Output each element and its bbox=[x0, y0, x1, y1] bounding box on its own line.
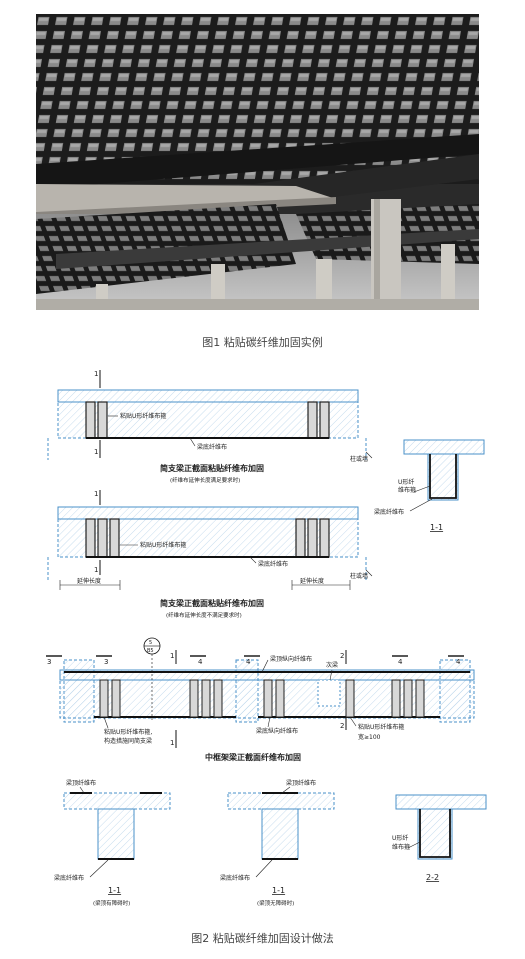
section-left: 梁顶纤维布 梁底纤维布 1-1 (梁顶有障碍时) bbox=[54, 779, 171, 907]
label-bottom-a: 梁底纤维布 bbox=[197, 443, 227, 451]
u-hoop-strips-b bbox=[85, 518, 330, 558]
label-u-right: U形纤 bbox=[398, 478, 414, 486]
detail-b-subtitle: (纤维布延伸长度不满足要求时) bbox=[166, 611, 242, 619]
figure2-caption: 图2 粘贴碳纤维加固设计做法 bbox=[191, 932, 334, 945]
label-secondary-c: 次梁 bbox=[326, 661, 338, 669]
section-mid-title: 1-1 bbox=[272, 886, 285, 895]
section-mid: 梁顶纤维布 梁底纤维布 1-1 (梁顶无障碍时) bbox=[220, 779, 335, 907]
detail-ref-top: 5 bbox=[149, 640, 152, 646]
section-marks-c: 3 3 1 4 4 4 4 2 2 1 bbox=[46, 650, 464, 748]
label-top-left: 梁顶纤维布 bbox=[66, 779, 96, 787]
mark-c-8: 2 bbox=[340, 722, 344, 730]
mark-c-2: 1 bbox=[170, 652, 174, 660]
section-mark-a-bottom: 1 bbox=[94, 448, 98, 456]
label-column-a: 柱或墙 bbox=[350, 455, 368, 463]
detail-b-beam: 1 1 粘贴U形纤维布箍 梁底纤维布 柱或墙 延伸长度 延伸长度 简支梁正截面粘… bbox=[47, 490, 373, 619]
u-hoop-strips-a bbox=[85, 401, 330, 439]
label-top-long-c: 梁顶纵向纤维布 bbox=[270, 655, 312, 663]
section-1-1-right-title: 1-1 bbox=[430, 523, 443, 532]
label-bottom-b: 梁底纤维布 bbox=[258, 560, 288, 568]
label-u-hoop2-c: 构造措施同简支梁 bbox=[104, 737, 152, 745]
mark-c-9: 1 bbox=[170, 739, 174, 747]
label-ext-right: 延伸长度 bbox=[300, 577, 324, 585]
detail-ref-bottom: B5 bbox=[147, 648, 154, 654]
mark-c-3: 4 bbox=[198, 658, 203, 666]
section-1-1-right: U形纤 维布箍 梁底纤维布 1-1 bbox=[374, 439, 485, 532]
section-2-2-title: 2-2 bbox=[426, 873, 439, 882]
label-width-c: 宽≥100 bbox=[358, 733, 381, 741]
mark-c-4: 4 bbox=[246, 658, 251, 666]
label-top-mid: 梁顶纤维布 bbox=[286, 779, 316, 787]
mark-c-1: 3 bbox=[104, 658, 108, 666]
section-left-subtitle: (梁顶有障碍时) bbox=[93, 899, 130, 907]
mark-c-7: 2 bbox=[340, 652, 344, 660]
label-bottom-mid: 梁底纤维布 bbox=[220, 874, 250, 882]
section-mid-subtitle: (梁顶无障碍时) bbox=[257, 899, 294, 907]
label-bottom-long-c: 梁底纵向纤维布 bbox=[256, 727, 298, 735]
label-u-22: U形纤 bbox=[392, 834, 408, 842]
figure1-caption: 图1 粘贴碳纤维加固实例 bbox=[202, 336, 323, 349]
section-mark-b-bottom: 1 bbox=[94, 566, 98, 574]
mark-c-5: 4 bbox=[398, 658, 403, 666]
detail-a-title: 简支梁正截面粘贴纤维布加固 bbox=[160, 463, 264, 473]
label-bottom-left: 梁底纤维布 bbox=[54, 874, 84, 882]
carbon-fiber-photo-illustration bbox=[36, 14, 479, 310]
u-hoop-strips-c bbox=[99, 679, 425, 718]
detail-c-title: 中框架梁正截面纤维布加固 bbox=[205, 752, 301, 762]
section-left-title: 1-1 bbox=[108, 886, 121, 895]
label-u-hoop-c: 粘贴U形纤维布箍, bbox=[104, 728, 152, 736]
detail-a-subtitle: (纤维布延伸长度满足要求时) bbox=[170, 476, 240, 484]
section-2-2: U形纤 维布箍 2-2 bbox=[392, 794, 487, 882]
carbon-fiber-photo bbox=[36, 14, 479, 310]
label-u-hoop-a: 粘贴U形纤维布箍 bbox=[120, 412, 166, 420]
label-column-b: 柱或墙 bbox=[350, 572, 368, 580]
mark-c-6: 4 bbox=[456, 658, 461, 666]
section-mark-b-top: 1 bbox=[94, 490, 98, 498]
detail-a-beam: 1 1 粘贴U形纤维布箍 梁底纤维布 柱或墙 简支梁正截面粘贴纤维布加固 (纤维… bbox=[47, 370, 373, 484]
mark-c-0: 3 bbox=[47, 658, 51, 666]
label-ext-left: 延伸长度 bbox=[77, 577, 101, 585]
design-drawings: 1 1 粘贴U形纤维布箍 梁底纤维布 柱或墙 简支梁正截面粘贴纤维布加固 (纤维… bbox=[46, 370, 487, 907]
label-u2-right: 维布箍 bbox=[398, 486, 416, 494]
section-mark-a-top: 1 bbox=[94, 370, 98, 378]
label-bottom-right: 梁底纤维布 bbox=[374, 508, 404, 516]
detail-b-title: 简支梁正截面粘贴纤维布加固 bbox=[160, 598, 264, 608]
label-u-hoop-r-c: 粘贴U形纤维布箍 bbox=[358, 723, 404, 731]
label-u2-22: 维布箍 bbox=[392, 843, 410, 851]
label-u-hoop-b: 粘贴U形纤维布箍 bbox=[140, 541, 186, 549]
detail-c-frame-beam: 3 3 1 4 4 4 4 2 2 1 5 B5 梁顶纵向纤维布 bbox=[46, 637, 475, 762]
